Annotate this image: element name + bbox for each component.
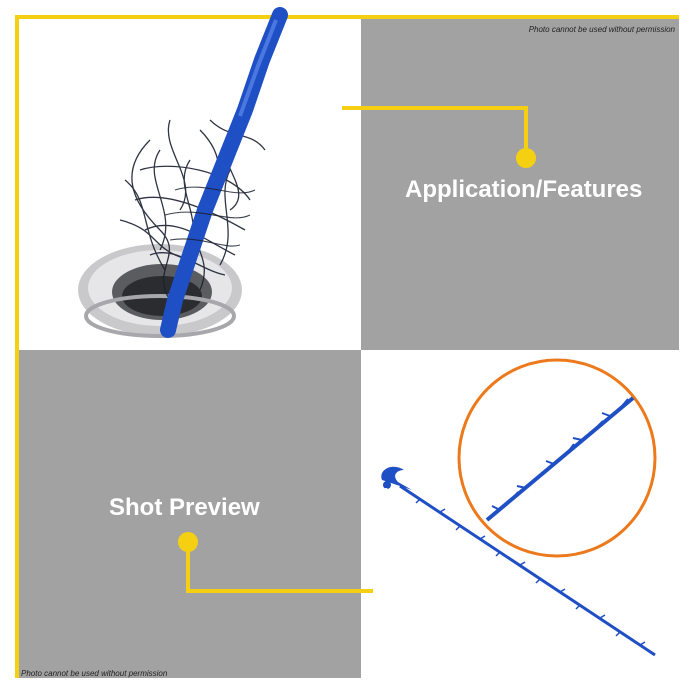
watermark-bottom: Photo cannot be used without permission bbox=[21, 669, 168, 678]
watermark-top: Photo cannot be used without permission bbox=[528, 25, 675, 34]
panel-shot-preview bbox=[19, 350, 361, 678]
application-features-label: Application/Features bbox=[405, 176, 643, 203]
panel-tool-image bbox=[361, 350, 679, 678]
shot-preview-label: Shot Preview bbox=[109, 494, 260, 521]
panel-application-features bbox=[361, 19, 679, 350]
